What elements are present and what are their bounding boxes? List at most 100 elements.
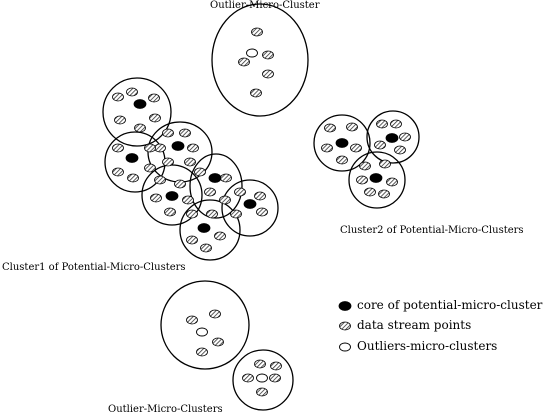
data-stream-point bbox=[179, 128, 191, 138]
data-stream-point bbox=[186, 235, 198, 245]
data-stream-point bbox=[194, 167, 206, 177]
data-stream-point bbox=[196, 347, 208, 357]
data-stream-point bbox=[374, 140, 386, 150]
data-stream-point bbox=[112, 143, 124, 153]
data-stream-point bbox=[112, 167, 124, 177]
core-point bbox=[171, 141, 185, 151]
legend-core-label: core of potential-micro-cluster bbox=[357, 298, 543, 312]
data-stream-point bbox=[269, 373, 281, 383]
label-outlier-micro-cluster-top: Outlier-Micro-Cluster bbox=[210, 0, 320, 11]
label-cluster1: Cluster1 of Potential-Micro-Clusters bbox=[2, 262, 186, 273]
data-stream-point bbox=[126, 87, 138, 97]
label-outlier-micro-clusters-bottom: Outlier-Micro-Clusters bbox=[108, 404, 223, 415]
legend-stream-label: data stream points bbox=[357, 318, 472, 332]
legend-outlier-mark bbox=[339, 342, 351, 352]
legend-core-mark bbox=[338, 301, 352, 311]
data-stream-point bbox=[184, 157, 196, 167]
data-stream-point bbox=[186, 209, 198, 219]
data-stream-point bbox=[379, 159, 391, 169]
data-stream-point bbox=[336, 155, 348, 165]
data-stream-point bbox=[270, 361, 282, 371]
data-stream-point bbox=[376, 119, 388, 129]
data-stream-point bbox=[256, 207, 268, 217]
data-stream-point bbox=[394, 145, 406, 155]
core-point bbox=[133, 99, 147, 109]
cluster1-circle-g bbox=[179, 199, 241, 261]
data-stream-point bbox=[251, 27, 263, 37]
core-point bbox=[385, 133, 399, 143]
data-stream-point bbox=[112, 92, 124, 102]
data-stream-point bbox=[187, 143, 199, 153]
data-stream-point bbox=[364, 187, 376, 197]
data-stream-point bbox=[127, 173, 139, 183]
data-stream-point bbox=[346, 122, 358, 132]
data-stream-point bbox=[242, 373, 254, 383]
data-stream-point bbox=[200, 243, 212, 253]
core-point bbox=[197, 223, 211, 233]
data-stream-point bbox=[149, 113, 161, 123]
data-stream-point bbox=[256, 387, 268, 397]
cluster1-circle-e bbox=[189, 153, 243, 219]
data-stream-point bbox=[254, 191, 266, 201]
data-stream-point bbox=[220, 173, 232, 183]
data-stream-point bbox=[150, 193, 162, 203]
cluster1-circle-f bbox=[221, 179, 279, 237]
data-stream-point bbox=[359, 161, 371, 171]
data-stream-point bbox=[182, 195, 194, 205]
data-stream-point bbox=[238, 57, 250, 67]
data-stream-point bbox=[144, 163, 156, 173]
data-stream-point bbox=[114, 115, 126, 125]
data-stream-point bbox=[356, 175, 368, 185]
cluster2-circle-c bbox=[348, 151, 406, 209]
data-stream-point bbox=[390, 119, 402, 129]
outlier-point bbox=[246, 48, 258, 58]
data-stream-point bbox=[262, 50, 274, 60]
core-point bbox=[335, 138, 349, 148]
outlier-point bbox=[256, 373, 268, 383]
data-stream-point bbox=[219, 195, 231, 205]
data-stream-point bbox=[324, 123, 336, 133]
data-stream-point bbox=[148, 93, 160, 103]
data-stream-point bbox=[144, 143, 156, 153]
data-stream-point bbox=[254, 359, 266, 369]
legend-stream-mark bbox=[339, 321, 351, 331]
data-stream-point bbox=[162, 128, 174, 138]
data-stream-point bbox=[262, 69, 274, 79]
data-stream-point bbox=[206, 209, 218, 219]
core-point bbox=[165, 191, 179, 201]
cluster2-circle-b bbox=[366, 110, 420, 164]
core-point bbox=[208, 173, 222, 183]
data-stream-point bbox=[234, 187, 246, 197]
data-stream-point bbox=[378, 189, 390, 199]
data-stream-point bbox=[250, 88, 262, 98]
data-stream-point bbox=[214, 231, 226, 241]
core-point bbox=[243, 199, 257, 209]
cluster2-circle-a bbox=[313, 114, 371, 172]
data-stream-point bbox=[162, 157, 174, 167]
outlier-micro-cluster-bottom-a bbox=[160, 280, 250, 370]
data-stream-point bbox=[212, 337, 224, 347]
outlier-micro-cluster-bottom-b bbox=[232, 349, 294, 411]
data-stream-point bbox=[321, 143, 333, 153]
cluster1-circle-a bbox=[102, 77, 172, 147]
outlier-point bbox=[196, 327, 208, 337]
data-stream-point bbox=[230, 209, 242, 219]
label-cluster2: Cluster2 of Potential-Micro-Clusters bbox=[340, 225, 524, 236]
data-stream-point bbox=[350, 143, 362, 153]
data-stream-point bbox=[186, 315, 198, 325]
data-stream-point bbox=[154, 143, 166, 153]
data-stream-point bbox=[204, 187, 216, 197]
data-stream-point bbox=[154, 175, 166, 185]
data-stream-point bbox=[399, 132, 411, 142]
core-point bbox=[369, 173, 383, 183]
core-point bbox=[125, 153, 139, 163]
data-stream-point bbox=[209, 309, 221, 319]
data-stream-point bbox=[386, 177, 398, 187]
data-stream-point bbox=[164, 207, 176, 217]
legend-outlier-label: Outliers-micro-clusters bbox=[357, 339, 498, 353]
outlier-micro-cluster-top bbox=[211, 3, 309, 117]
data-stream-point bbox=[134, 123, 146, 133]
data-stream-point bbox=[174, 179, 186, 189]
